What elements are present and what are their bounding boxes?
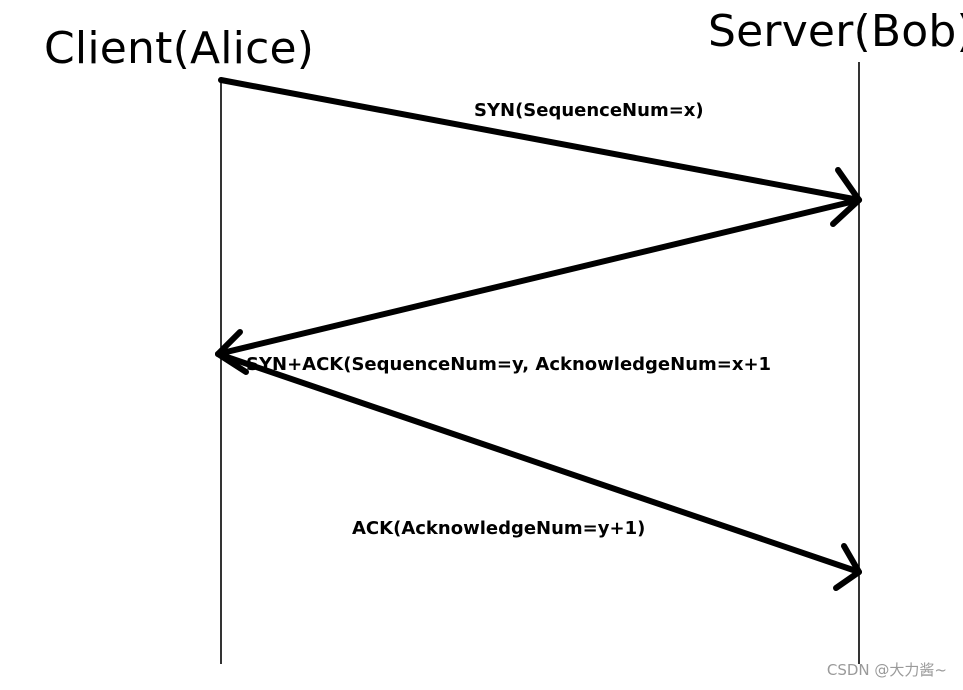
synack-message-label: SYN+ACK(SequenceNum=y, AcknowledgeNum=x+… [246, 354, 772, 375]
synack-arrow-line [215, 197, 862, 357]
client-actor-label: Client(Alice) [44, 23, 315, 74]
syn-message-label: SYN(SequenceNum=x) [474, 100, 704, 121]
ack-message-label: ACK(AcknowledgeNum=y+1) [352, 518, 646, 539]
syn-arrow-line [218, 77, 862, 203]
ack-arrow-line [215, 351, 862, 575]
watermark-text: CSDN @大力酱~ [826, 661, 947, 679]
ack-arrowhead [833, 543, 862, 591]
server-actor-label: Server(Bob) [708, 6, 963, 57]
